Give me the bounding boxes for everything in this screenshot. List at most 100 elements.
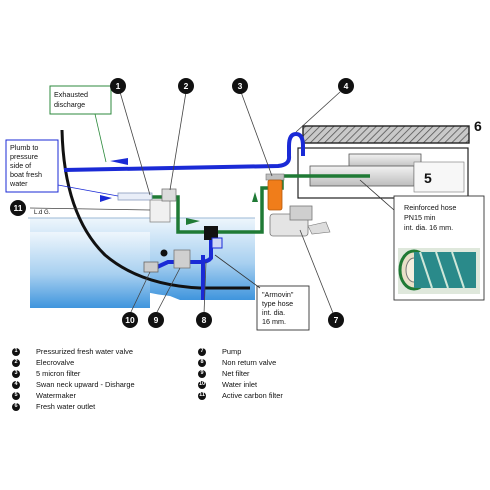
legend-badge: 1 <box>12 347 20 356</box>
legend-item-9: 9 Net filter <box>198 368 283 379</box>
leader-4 <box>295 91 341 133</box>
plumb-line3: side of <box>10 161 31 170</box>
lg-label: L.d G. <box>34 210 51 216</box>
five-micron-filter-cap <box>265 173 285 181</box>
legend-badge: 2 <box>12 358 20 367</box>
tee-fitting <box>204 226 218 240</box>
legend-badge: 5 <box>12 391 20 400</box>
reinforced-line2: PN15 min <box>404 213 436 222</box>
armovin-leader <box>214 254 261 289</box>
leader-1 <box>119 91 151 196</box>
reinforced-hose-illustration <box>398 248 480 294</box>
legend-label: Swan neck upward - Disharge <box>36 380 135 389</box>
five-micron-filter <box>267 179 283 211</box>
marker-10: 10 <box>122 312 138 328</box>
marker-3: 3 <box>232 78 248 94</box>
marker-1: 1 <box>110 78 126 94</box>
reinforced-line3: int. dia. 16 mm. <box>404 223 453 232</box>
discharge-hose <box>63 131 305 172</box>
legend-right: 7 Pump 8 Non return valve 9 Net filter 10 Wa… <box>198 346 283 401</box>
legend-label: Fresh water outlet <box>36 402 96 411</box>
green-flow-arrow-right <box>186 218 200 225</box>
marker-8-number: 8 <box>202 315 207 325</box>
marker-9: 9 <box>148 312 164 328</box>
green-flow-arrow-up <box>252 192 258 202</box>
legend-badge: 4 <box>12 380 20 389</box>
exhausted-discharge-box <box>49 85 112 115</box>
legend-badge: 7 <box>198 347 206 356</box>
legend-label: Watermaker <box>36 391 76 400</box>
active-carbon-filter <box>149 199 171 223</box>
legend-badge: 8 <box>198 358 206 367</box>
marker-11-number: 11 <box>14 203 23 213</box>
legend-item-8: 8 Non return valve <box>198 357 283 368</box>
marker-7: 7 <box>328 312 344 328</box>
plumb-line2: pressure <box>10 152 38 161</box>
legend-label: Elecrovalve <box>36 358 75 367</box>
legend-badge: 9 <box>198 369 206 378</box>
exhausted-discharge-line1: Exhausted <box>54 90 88 99</box>
legend-item-1: 1 Pressurized fresh water valve <box>12 346 135 357</box>
boat-hull <box>60 129 250 290</box>
legend-item-3: 3 5 micron filter <box>12 368 135 379</box>
marker-2: 2 <box>178 78 194 94</box>
legend-item-5: 5 Watermaker <box>12 390 135 401</box>
marker-7-number: 7 <box>334 315 339 325</box>
leader-7 <box>299 229 334 314</box>
plumb-line1: Plumb to <box>10 143 38 152</box>
legend-item-11: 11 Active carbon filter <box>198 390 283 401</box>
marker-8: 8 <box>196 312 212 328</box>
plumb-box <box>5 139 59 193</box>
sea-water-lower <box>30 232 150 308</box>
leader-2 <box>169 91 187 191</box>
legend-label: Pump <box>222 347 242 356</box>
armovin-line4: 16 mm. <box>262 317 286 326</box>
label-5: 5 <box>424 170 432 186</box>
legend-label: Net filter <box>222 369 250 378</box>
pump-motor <box>289 205 313 221</box>
leader-11 <box>29 207 151 211</box>
discharge-flow-arrow <box>110 158 128 165</box>
legend-left: 1 Pressurized fresh water valve 2 Elecrova… <box>12 346 135 412</box>
marker-2-number: 2 <box>184 81 189 91</box>
legend-item-7: 7 Pump <box>198 346 283 357</box>
marker-1-number: 1 <box>116 81 121 91</box>
pump-outlet <box>307 221 331 235</box>
net-filter <box>173 249 191 269</box>
legend-badge: 10 <box>198 380 206 389</box>
plumb-line4: boat fresh <box>10 170 42 179</box>
legend-label: Non return valve <box>222 358 277 367</box>
legend-item-4: 4 Swan neck upward - Disharge <box>12 379 135 390</box>
legend-item-2: 2 Elecrovalve <box>12 357 135 368</box>
plumb-pipe <box>117 192 153 201</box>
leader-8 <box>203 261 207 315</box>
legend-label: Pressurized fresh water valve <box>36 347 133 356</box>
leader-3 <box>240 91 273 177</box>
leader-9 <box>155 267 181 315</box>
marker-10-number: 10 <box>125 315 135 325</box>
marker-11: 11 <box>10 200 26 216</box>
leader-10 <box>129 271 151 315</box>
blue-inlet-hose <box>154 240 213 300</box>
watermaker-panel <box>413 161 465 193</box>
reinforced-leader <box>359 179 395 211</box>
armovin-line2: type hose <box>262 299 293 308</box>
legend-badge: 11 <box>198 391 206 400</box>
plumb-leader <box>57 184 119 197</box>
legend-label: Water inlet <box>222 380 258 389</box>
exhausted-leader <box>94 113 107 163</box>
fresh-inlet-arrow <box>100 195 112 202</box>
legend-badge: 3 <box>12 369 20 378</box>
armovin-box <box>256 285 310 331</box>
non-return-valve <box>211 237 223 249</box>
legend-label: Active carbon filter <box>222 391 283 400</box>
reinforced-line1: Reinforced hose <box>404 203 456 212</box>
plumb-line5: water <box>9 179 28 188</box>
fresh-water-outlet-unit <box>302 125 470 144</box>
legend-label: 5 micron filter <box>36 369 81 378</box>
marker-4-number: 4 <box>344 81 349 91</box>
legend-item-10: 10 Water inlet <box>198 379 283 390</box>
blue-hose-end <box>160 249 168 257</box>
